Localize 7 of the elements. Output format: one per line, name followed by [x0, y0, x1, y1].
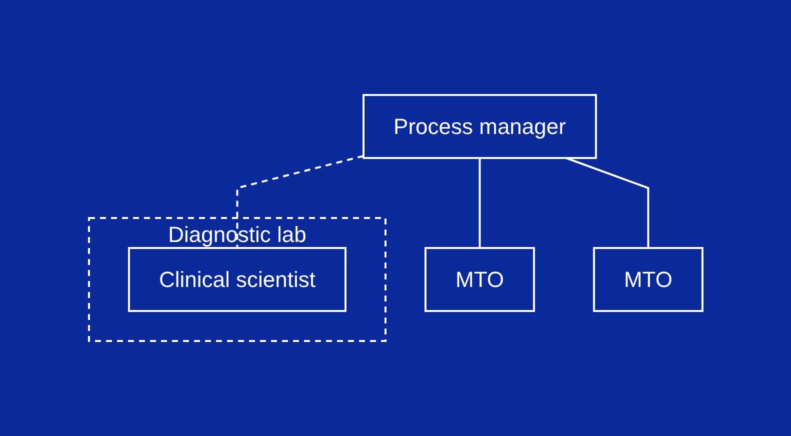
node-box: Process manager [362, 94, 597, 159]
node-box: MTO [424, 247, 535, 312]
node-box: Clinical scientist [128, 247, 346, 312]
node-box: MTO [592, 247, 704, 312]
connector [236, 155, 364, 248]
connector [478, 158, 480, 248]
connector [565, 157, 649, 248]
